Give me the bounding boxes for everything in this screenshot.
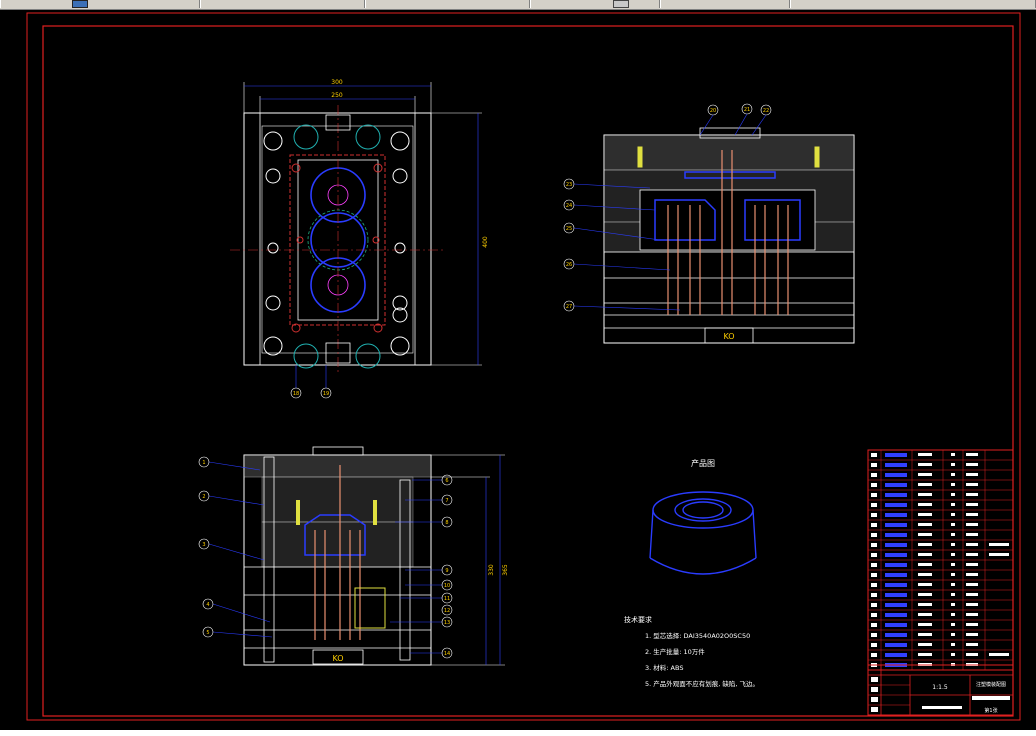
layer-icon[interactable] — [72, 0, 88, 8]
front-view: KO 330 365 1 2 3 4 5 — [198, 446, 509, 666]
balloon-f4: 4 — [206, 602, 209, 608]
dim-inner-width: 250 — [331, 92, 343, 99]
balloon-r8: 13 — [444, 620, 450, 626]
balloon-f3: 3 — [202, 542, 205, 548]
balloon-23: 23 — [566, 182, 572, 188]
toolbar-segment[interactable] — [530, 0, 660, 8]
balloon-r9: 14 — [444, 651, 450, 657]
balloon-24: 24 — [566, 203, 572, 209]
status-bar — [0, 730, 1036, 736]
bom-table — [867, 449, 1014, 671]
balloon-22: 22 — [763, 108, 769, 114]
title-block-sheet-no: 1:1.5 — [932, 684, 948, 691]
front-ko-label: KO — [332, 654, 343, 663]
balloon-f5: 5 — [206, 630, 209, 636]
cad-drawing-area[interactable]: 300 250 400 18 19 KO — [0, 10, 1036, 730]
balloon-f1: 1 — [202, 460, 205, 466]
balloon-r7: 12 — [444, 608, 450, 614]
properties-icon[interactable] — [613, 0, 629, 8]
balloon-f2: 2 — [202, 494, 205, 500]
inner-frame — [42, 25, 1014, 717]
balloon-r5: 10 — [444, 583, 450, 589]
balloon-26: 26 — [566, 262, 572, 268]
toolbar-segment[interactable] — [790, 0, 1036, 8]
balloon-r4: 9 — [445, 568, 448, 574]
tech-req-1: 1. 型芯选择: DAI3540A02O0SC50 — [645, 631, 750, 640]
dim-330: 330 — [488, 564, 495, 576]
balloon-r3: 8 — [445, 520, 448, 526]
balloon-r1: 6 — [445, 478, 448, 484]
toolbar-segment[interactable] — [0, 0, 200, 8]
tech-req-heading: 技术要求 — [624, 615, 652, 624]
title-block: 1:1.5 注塑模装配图 第1张 — [867, 664, 1014, 716]
toolbar-segment[interactable] — [365, 0, 530, 8]
balloon-27: 27 — [566, 304, 572, 310]
balloon-r6: 11 — [444, 596, 450, 602]
dim-overall-height: 400 — [482, 236, 489, 248]
section-ko-label: KO — [723, 332, 734, 341]
section-view: KO 20 21 22 23 24 25 26 27 — [563, 103, 855, 344]
tech-req-5: 5. 产品外观面不应有划痕, 缺陷, 飞边。 — [645, 679, 759, 688]
toolbar-segment[interactable] — [200, 0, 365, 8]
tech-req-3: 3. 材料: ABS — [645, 663, 683, 672]
title-block-sheet-info: 第1张 — [984, 707, 997, 714]
tech-requirements: 技术要求 1. 型芯选择: DAI3540A02O0SC50 2. 生产批量: … — [624, 615, 759, 688]
balloon-20: 20 — [710, 108, 716, 114]
product-title: 产品图 — [691, 458, 715, 468]
balloon-19: 19 — [323, 391, 329, 397]
tech-req-2: 2. 生产批量: 10万件 — [645, 647, 705, 656]
balloon-25: 25 — [566, 226, 572, 232]
balloon-21: 21 — [744, 107, 750, 113]
outer-frame — [26, 12, 1021, 721]
title-block-label: 注塑模装配图 — [976, 681, 1006, 688]
balloon-r2: 7 — [445, 498, 448, 504]
product-view: 产品图 — [649, 458, 757, 575]
balloon-18: 18 — [293, 391, 299, 397]
dim-365: 365 — [502, 564, 509, 576]
dim-overall-width: 300 — [331, 79, 343, 86]
drawing-canvas[interactable]: 300 250 400 18 19 KO — [0, 10, 1036, 730]
top-toolbar — [0, 0, 1036, 10]
top-view: 300 250 400 18 19 — [230, 79, 489, 399]
toolbar-segment[interactable] — [660, 0, 790, 8]
